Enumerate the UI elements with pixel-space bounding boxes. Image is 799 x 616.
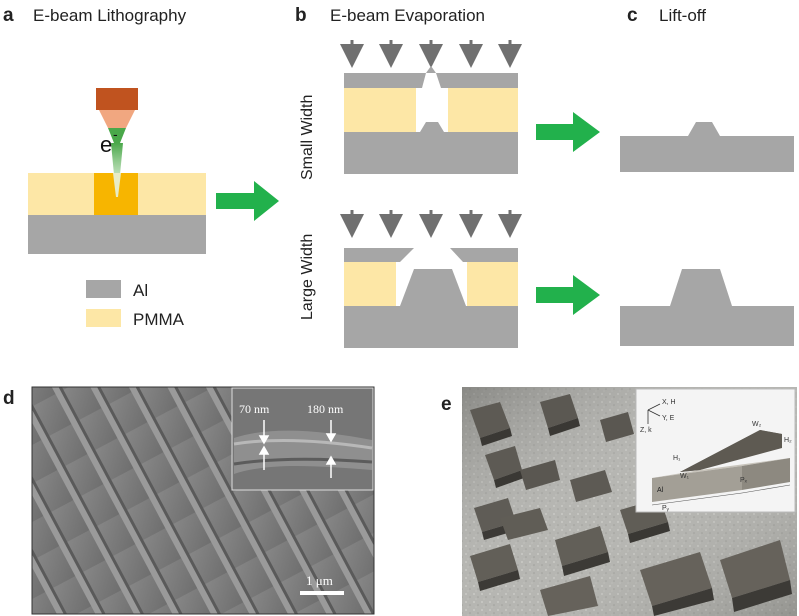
rendered-array-image: X, H Y, E Z, k W₂ H₂ H₁ W₁ Al Pₓ Pᵧ — [462, 387, 797, 616]
unit-cell-base-side — [742, 458, 790, 490]
axis-z-k: Z, k — [640, 427, 652, 434]
unit-cell-base-front — [652, 466, 742, 502]
al-top-film-left-row2 — [344, 248, 414, 262]
inset-label-70nm: 70 nm — [239, 402, 270, 416]
panel-e-letter: e — [441, 394, 452, 415]
panel-c-title: Lift-off — [659, 6, 706, 25]
ebeam-gun-top — [96, 88, 138, 110]
axis-x-h: X, H — [662, 399, 676, 406]
ebeam-gun-cone — [99, 110, 135, 128]
al-small-line — [420, 122, 444, 132]
scale-bar-label: 1 μm — [306, 573, 333, 588]
electron-charge: - — [113, 126, 118, 142]
evaporation-arrows-row1 — [340, 40, 522, 68]
al-top-film-right-row2 — [450, 248, 518, 262]
pmma-right-row2 — [467, 262, 518, 306]
legend-pmma-swatch — [86, 309, 121, 327]
label-h2: H₂ — [784, 437, 792, 444]
panel-a-title: E-beam Lithography — [33, 6, 187, 25]
ebeam-column — [108, 128, 126, 143]
arrow-b-to-c-row2 — [536, 275, 600, 315]
arrow-b-to-c-row1 — [536, 112, 600, 152]
pmma-left-row2 — [344, 262, 396, 306]
arrow-a-to-b — [216, 181, 279, 221]
sem-image: 70 nm 180 nm 1 μm — [31, 386, 375, 615]
label-w2: W₂ — [752, 421, 762, 428]
legend-pmma-label: PMMA — [133, 310, 185, 329]
legend-al-label: Al — [133, 281, 148, 300]
label-al: Al — [657, 487, 664, 494]
pmma-left-row1 — [344, 88, 416, 132]
inset-label-180nm: 180 nm — [307, 402, 344, 416]
panel-d-letter: d — [3, 388, 15, 409]
electron-beam — [111, 143, 123, 196]
al-substrate-row1 — [344, 132, 518, 174]
axis-y-e: Y, E — [662, 415, 675, 422]
label-py: Pᵧ — [662, 505, 670, 512]
panel-c-letter: c — [627, 5, 638, 26]
al-substrate-a — [28, 215, 206, 254]
evaporation-arrows-row2 — [340, 210, 522, 238]
unit-cell-base-top — [652, 458, 790, 478]
label-small-width: Small Width — [299, 95, 316, 180]
beam-in-resist — [113, 173, 121, 197]
liftoff-large-result — [620, 269, 794, 346]
unit-cell-schematic: X, H Y, E Z, k W₂ H₂ H₁ W₁ Al Pₓ Pᵧ — [635, 388, 796, 513]
al-substrate-row2 — [344, 306, 518, 348]
label-w1: W₁ — [680, 473, 690, 480]
al-top-film-left — [344, 73, 426, 88]
scale-bar — [300, 591, 344, 595]
al-large-line — [400, 269, 466, 306]
label-px: Pₓ — [740, 477, 748, 484]
panel-b-letter: b — [295, 5, 307, 26]
pmma-right-row1 — [448, 88, 518, 132]
electron-symbol: e — [100, 132, 112, 157]
al-bridge-peak — [426, 66, 436, 73]
panel-a-letter: a — [3, 5, 14, 26]
label-h1: H₁ — [673, 455, 681, 462]
panel-b-title: E-beam Evaporation — [330, 6, 485, 25]
label-large-width: Large Width — [299, 234, 316, 320]
liftoff-small-result — [620, 122, 794, 172]
wedge-structures — [470, 394, 792, 616]
al-top-film-right — [436, 73, 518, 88]
legend-al-swatch — [86, 280, 121, 298]
